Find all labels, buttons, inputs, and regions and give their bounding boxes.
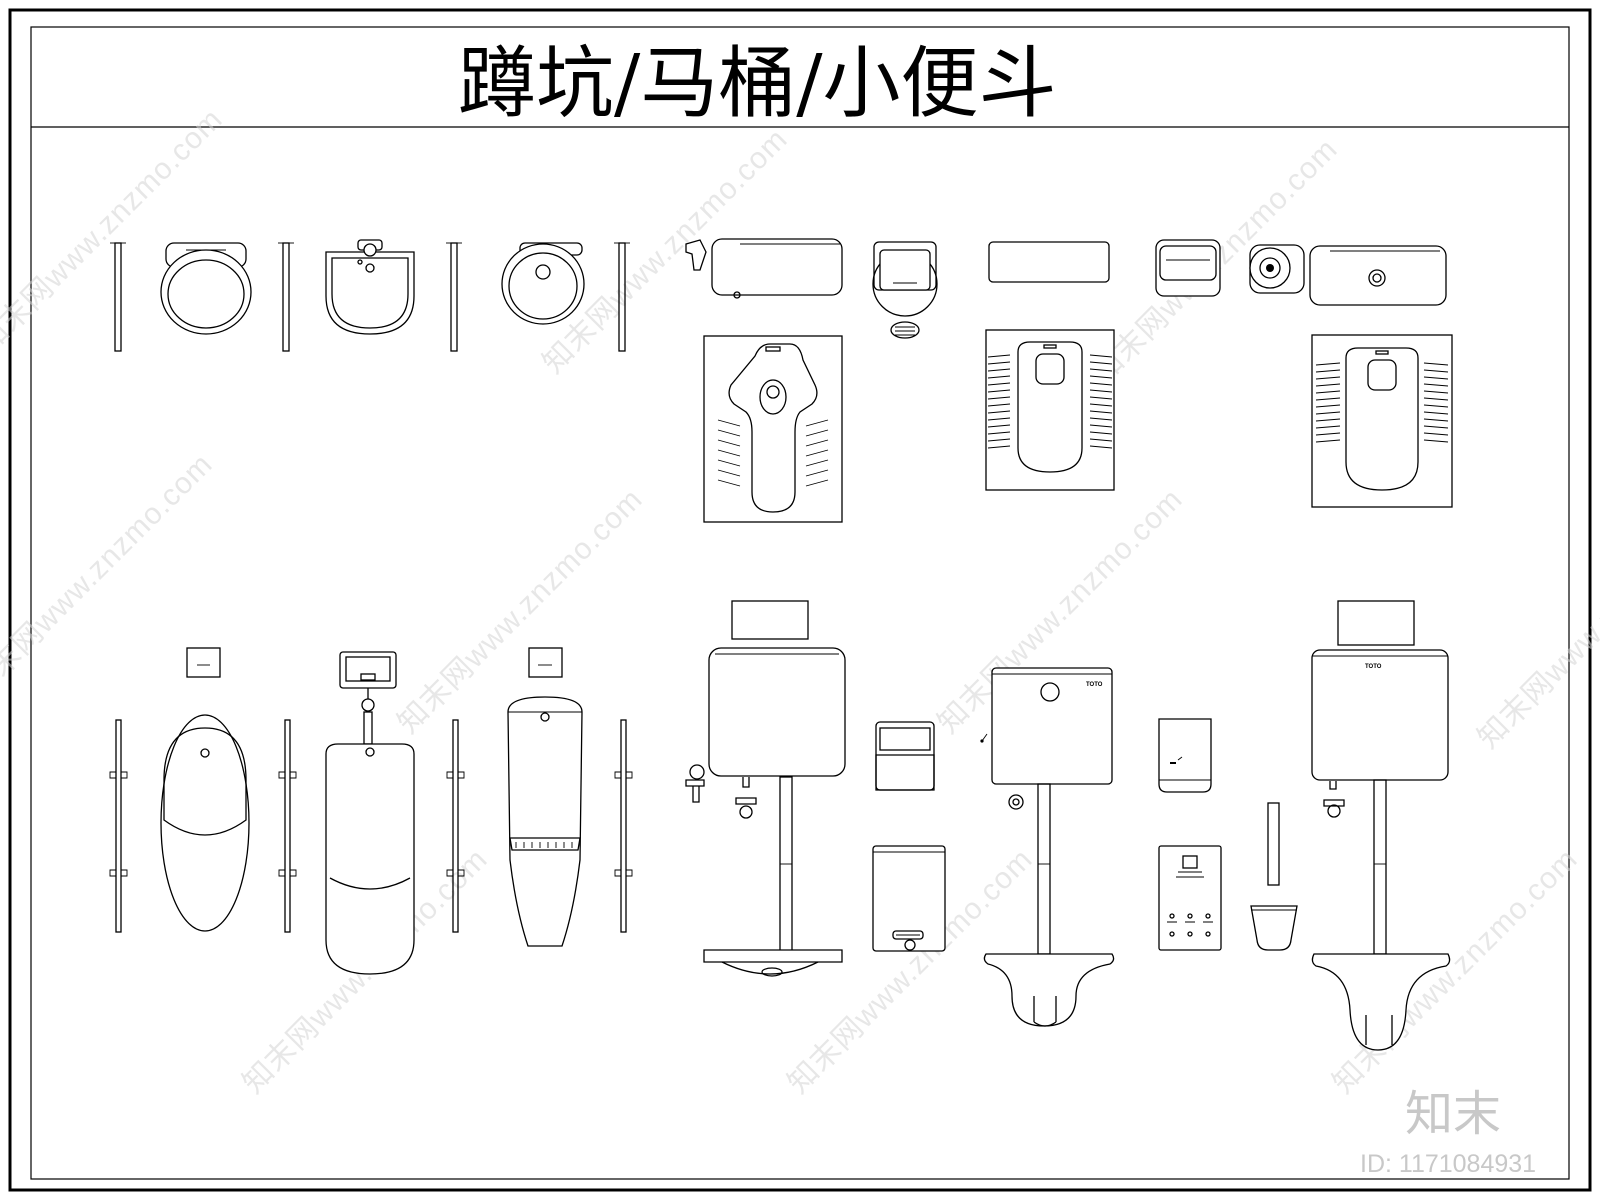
- watermark: 知末网www.znzmo.com: [0, 448, 219, 705]
- outer-border: [8, 8, 1592, 1192]
- control-panel-device: [1158, 845, 1222, 951]
- urinal-elevation-3: [507, 647, 583, 947]
- wall-strip: [284, 719, 291, 933]
- watermark: 知末网www.znzmo.com: [1472, 498, 1600, 755]
- flush-valve: [1249, 244, 1305, 294]
- foot-grips: [717, 419, 829, 487]
- logo-block: 知末 ID: 1171084931: [1360, 1086, 1536, 1178]
- wall-strip: [620, 719, 627, 933]
- pedal-bin: [872, 845, 946, 952]
- urinal-plan-views: [110, 239, 630, 352]
- squat-toilet-2: [985, 241, 1115, 491]
- logo-text: 知末: [1405, 1086, 1501, 1142]
- high-tank-squat-1: [685, 600, 846, 977]
- urinal-elevation-1: [160, 647, 250, 932]
- wall-strip: [450, 242, 458, 352]
- wall-strip: [115, 719, 122, 933]
- tissue-box: [1155, 239, 1221, 297]
- paper-holder: [875, 721, 935, 791]
- high-tank-squat-3: TOTO: [1311, 600, 1451, 1051]
- inner-border: [30, 26, 1570, 1180]
- urinal-plan-2: [325, 239, 415, 335]
- wall-strip: [452, 719, 459, 933]
- high-tank-squat-2: TOTO: [980, 667, 1115, 1027]
- squat-toilet-3: [1309, 245, 1453, 508]
- brand-label: TOTO: [1086, 682, 1103, 688]
- urinal-plan-1: [160, 242, 252, 335]
- urinal-elevation-2: [325, 651, 415, 975]
- urinal-plan-3: [501, 242, 585, 325]
- drawing-id: ID: 1171084931: [1360, 1150, 1536, 1178]
- paper-holder-top: [872, 241, 938, 339]
- wall-strip: [282, 242, 290, 352]
- soap-dispenser: [1158, 718, 1212, 793]
- urinal-elevations: [109, 647, 633, 975]
- sheet-title: 蹲坑/马桶/小便斗: [458, 39, 1057, 129]
- wall-strip: [114, 242, 122, 352]
- brand-label: TOTO: [1365, 664, 1382, 670]
- toilet-brush: [1250, 802, 1298, 951]
- squat-toilet-1: [685, 238, 843, 523]
